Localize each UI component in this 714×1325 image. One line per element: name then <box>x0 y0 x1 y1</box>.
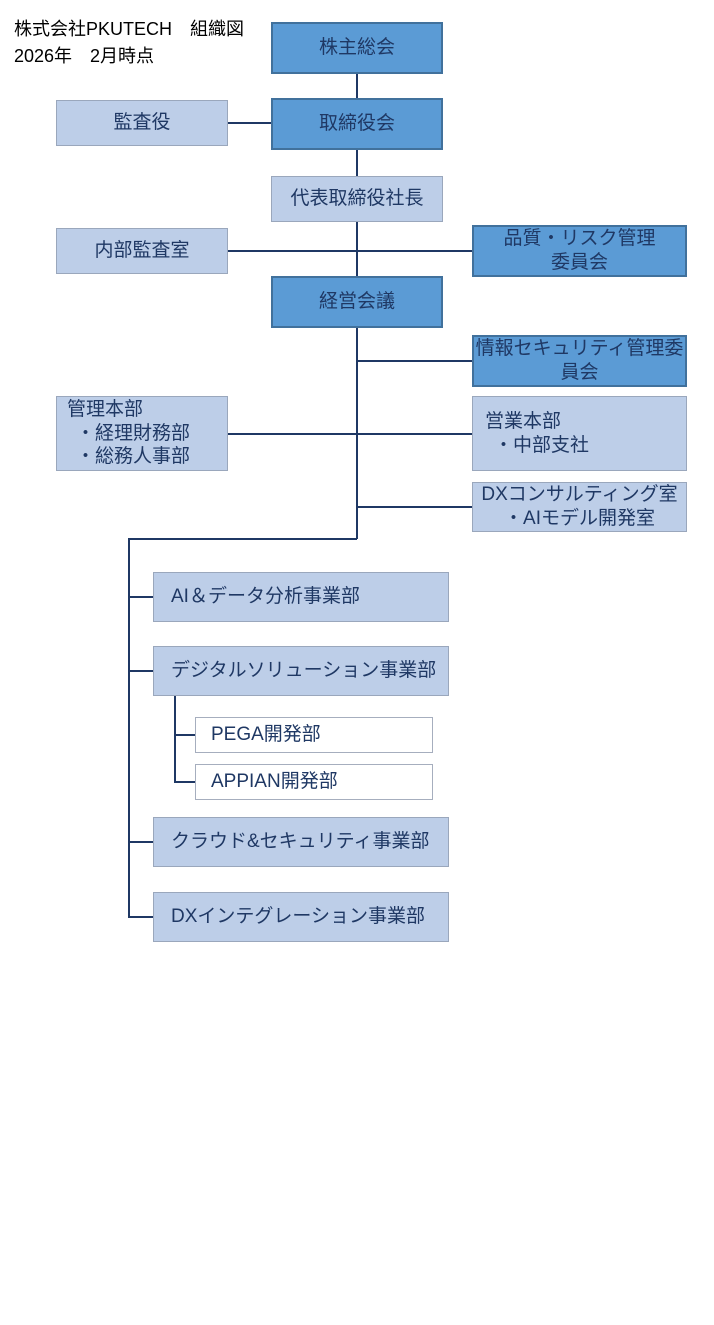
connector-branch-dx-consulting <box>357 506 472 508</box>
node-label-line2: ・AIモデル開発室 <box>504 508 655 529</box>
node-label-line3: ・総務人事部 <box>76 446 191 468</box>
node-label-line2: 委員会 <box>550 252 608 273</box>
connector-stub-cloud-security-division <box>130 841 153 843</box>
node-shareholders-meeting: 株主総会 <box>271 22 443 74</box>
node-board-of-directors: 取締役会 <box>271 98 443 150</box>
node-infosec-committee: 情報セキュリティ管理委 員会 <box>472 335 687 387</box>
node-label: 代表取締役社長 <box>290 188 424 210</box>
connector-auditor-board <box>228 122 271 124</box>
node-label: APPIAN開発部 <box>211 771 338 793</box>
node-label-line1: 管理本部 <box>67 398 144 420</box>
node-digital-solution-division: デジタルソリューション事業部 <box>153 646 449 696</box>
connector-stub-dx-integration-division <box>130 916 153 918</box>
node-quality-risk-committee: 品質・リスク管理 委員会 <box>472 225 687 277</box>
node-auditor: 監査役 <box>56 100 228 146</box>
node-sales-hq: 営業本部 ・中部支社 <box>472 396 687 471</box>
node-label-line1: DXコンサルティング室 <box>481 484 678 506</box>
node-label-line2: ・中部支社 <box>494 434 590 456</box>
connector-president-management-meeting <box>356 222 358 276</box>
connector-dev-sub-rail <box>174 696 176 783</box>
connector-shareholders-board <box>356 74 358 98</box>
node-pega-dev: PEGA開発部 <box>195 717 433 753</box>
connector-trunk-left-turn <box>128 538 357 540</box>
node-label: AI＆データ分析事業部 <box>171 586 360 608</box>
node-label: DXインテグレーション事業部 <box>171 906 426 928</box>
node-management-meeting: 経営会議 <box>271 276 443 328</box>
node-ai-data-division: AI＆データ分析事業部 <box>153 572 449 622</box>
connector-division-rail <box>128 538 130 918</box>
connector-board-president <box>356 150 358 176</box>
node-label: 経営会議 <box>318 291 395 313</box>
connector-internal-audit-quality-committee <box>228 250 472 252</box>
connector-stub-digital-solution-division <box>130 670 153 672</box>
node-dx-integration-division: DXインテグレーション事業部 <box>153 892 449 942</box>
node-president: 代表取締役社長 <box>271 176 443 222</box>
node-cloud-security-division: クラウド&セキュリティ事業部 <box>153 817 449 867</box>
node-admin-hq: 管理本部 ・経理財務部 ・総務人事部 <box>56 396 228 471</box>
connector-branch-admin-sales <box>228 433 472 435</box>
node-dx-consulting-office: DXコンサルティング室 ・AIモデル開発室 <box>472 482 687 532</box>
node-label-line1: 営業本部 <box>485 410 562 432</box>
node-label: 株主総会 <box>318 37 395 59</box>
node-label-line2: ・経理財務部 <box>76 422 191 444</box>
node-internal-audit-office: 内部監査室 <box>56 228 228 274</box>
node-label: PEGA開発部 <box>211 724 321 746</box>
node-label-line1: 情報セキュリティ管理委 <box>475 338 684 360</box>
chart-title-line2: 2026年 2月時点 <box>14 46 155 66</box>
chart-title: 株式会社PKUTECH 組織図 2026年 2月時点 <box>14 16 244 70</box>
connector-stub-appian-dev <box>176 781 195 783</box>
connector-stub-ai-data-division <box>130 596 153 598</box>
node-appian-dev: APPIAN開発部 <box>195 764 433 800</box>
node-label: 監査役 <box>113 112 171 134</box>
connector-branch-infosec-committee <box>357 360 472 362</box>
chart-title-line1: 株式会社PKUTECH 組織図 <box>14 19 245 39</box>
node-label: 内部監査室 <box>94 240 190 262</box>
node-label-line1: 品質・リスク管理 <box>503 228 656 250</box>
node-label-line2: 員会 <box>560 362 599 383</box>
node-label: 取締役会 <box>318 113 395 135</box>
connector-stub-pega-dev <box>176 734 195 736</box>
node-label: デジタルソリューション事業部 <box>171 660 437 682</box>
node-label: クラウド&セキュリティ事業部 <box>171 831 430 853</box>
